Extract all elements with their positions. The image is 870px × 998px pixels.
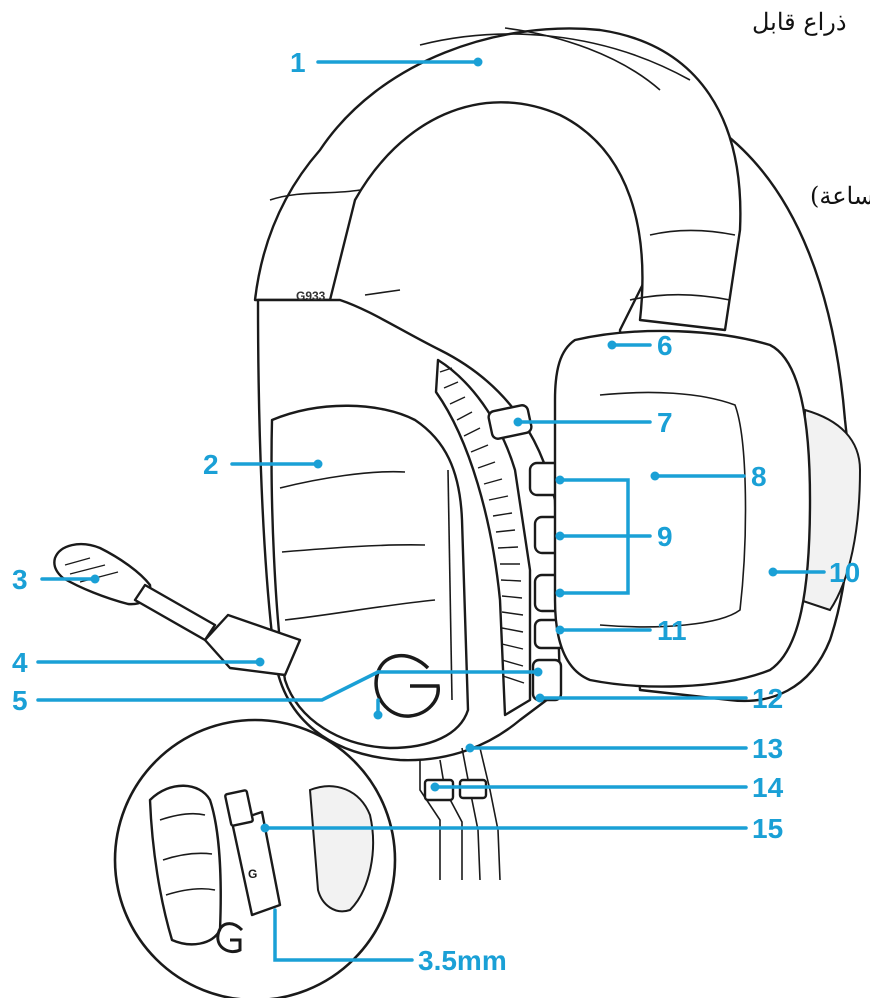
headband (255, 29, 740, 331)
callout-9: 9 (657, 521, 673, 552)
callout-3: 3 (12, 564, 28, 595)
callout-6: 6 (657, 330, 673, 361)
callout-10: 10 (829, 557, 860, 588)
mic-boom-arm (135, 585, 215, 640)
callout-1: 1 (290, 47, 306, 78)
callout-4: 4 (12, 647, 28, 678)
callout-3-5mm: 3.5mm (418, 945, 507, 976)
callout-13: 13 (752, 733, 783, 764)
model-label: G933 (296, 289, 326, 303)
cable-connector-right (460, 780, 486, 798)
callout-14: 14 (752, 772, 784, 803)
mic-tip (54, 544, 150, 604)
callout-12: 12 (752, 683, 783, 714)
cable-connector-left (425, 780, 453, 800)
callout-11: 11 (657, 615, 687, 646)
callout-15: 15 (752, 813, 783, 844)
callout-5: 5 (12, 685, 28, 716)
svg-text:G: G (248, 867, 257, 881)
callout-7: 7 (657, 407, 673, 438)
volume-wheel (533, 660, 561, 700)
callout-2: 2 (203, 449, 219, 480)
callout-8: 8 (751, 461, 767, 492)
